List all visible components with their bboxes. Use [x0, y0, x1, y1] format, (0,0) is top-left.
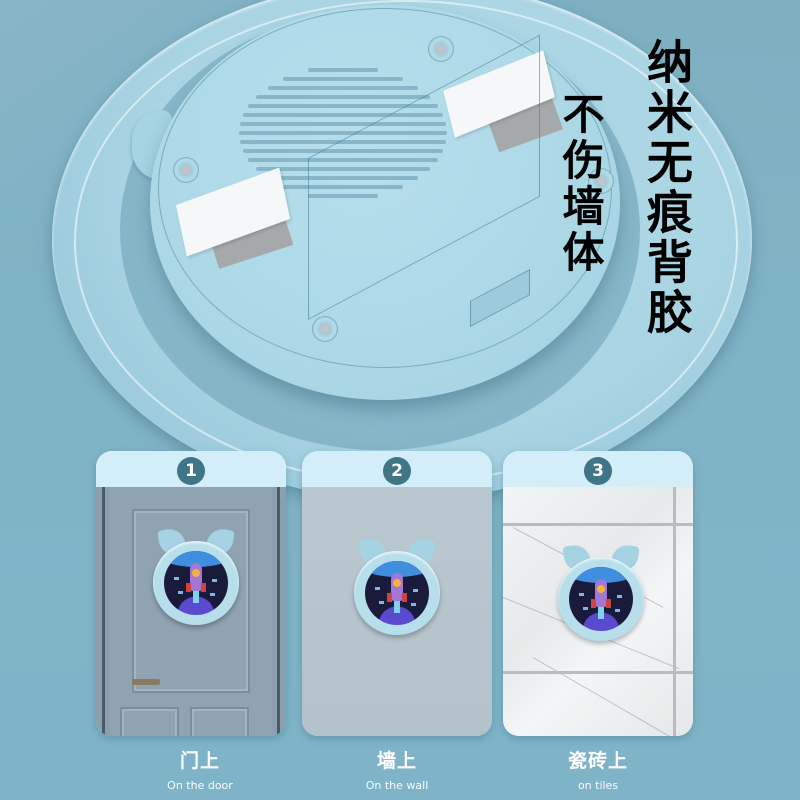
rocket-icon [569, 567, 633, 631]
tile-grout [503, 523, 693, 526]
usage-card-wall: 2 [302, 451, 492, 736]
caption-zh: 瓷砖上 [567, 750, 628, 772]
caption-wall: 墙上 On the wall [302, 750, 492, 794]
headline-nano-adhesive: 纳米无痕背胶 [640, 38, 694, 338]
caption-door: 门上 On the door [105, 750, 295, 794]
card-header: 2 [302, 451, 492, 487]
door-handle [132, 679, 160, 685]
caption-en: On the wall [365, 779, 429, 792]
tile-grout [673, 487, 676, 736]
product-on-tiles [558, 543, 644, 641]
wall-scene [302, 487, 492, 736]
caption-en: on tiles [577, 779, 619, 792]
screw-mount-icon [428, 36, 454, 62]
screw-mount-icon [173, 157, 199, 183]
step-badge: 2 [383, 457, 411, 485]
card-header: 1 [96, 451, 286, 487]
tile-scene [503, 487, 693, 736]
caption-zh: 墙上 [376, 750, 417, 772]
product-on-wall [354, 537, 440, 635]
speaker-grille [238, 62, 448, 210]
screw-mount-icon [588, 168, 614, 194]
screw-mount-icon [312, 316, 338, 342]
card-header: 3 [503, 451, 693, 487]
rocket-icon [365, 561, 429, 625]
caption-zh: 门上 [179, 750, 220, 772]
door-scene [96, 487, 286, 736]
usage-card-door: 1 [96, 451, 286, 736]
usage-card-tiles: 3 [503, 451, 693, 736]
caption-en: On the door [167, 779, 233, 792]
tile-grout [503, 671, 693, 674]
step-badge: 3 [584, 457, 612, 485]
headline-no-wall-damage: 不伤墙体 [556, 92, 605, 276]
door-panel [132, 509, 250, 693]
step-badge: 1 [177, 457, 205, 485]
rocket-icon [164, 551, 228, 615]
caption-tiles: 瓷砖上 on tiles [503, 750, 693, 794]
product-on-door [153, 527, 239, 625]
